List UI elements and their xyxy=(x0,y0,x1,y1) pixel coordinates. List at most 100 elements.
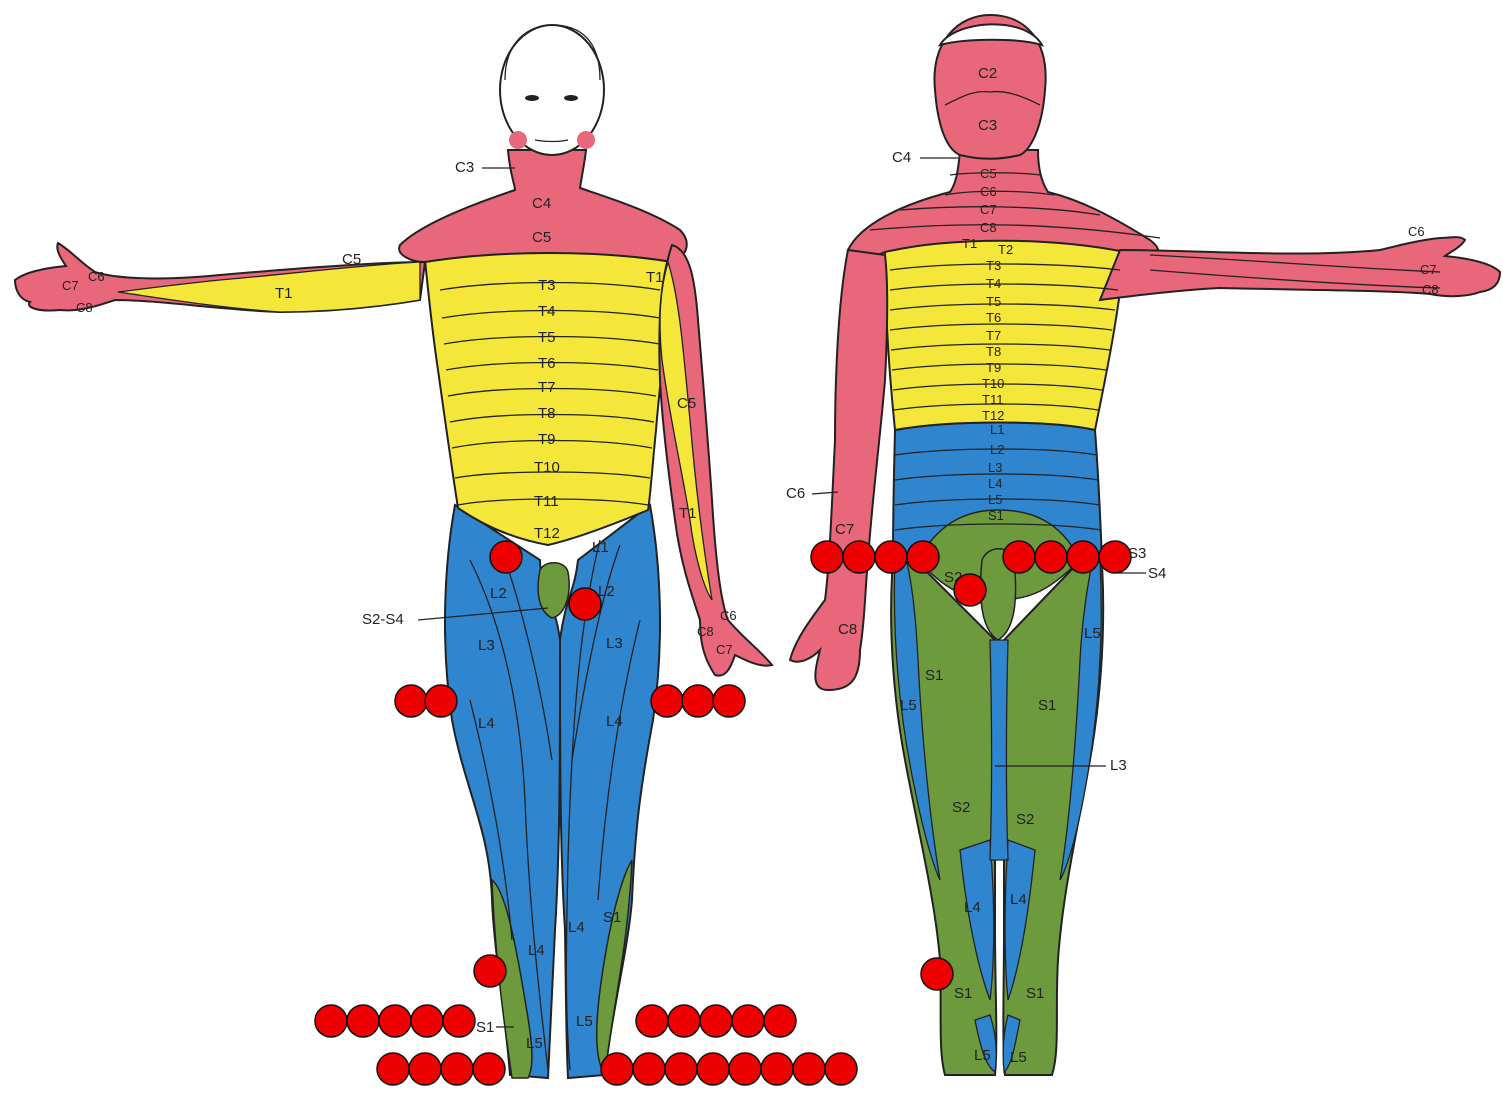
red-marker-dot-6 xyxy=(1003,541,1035,573)
back-label-s2-calf-right: S2 xyxy=(1016,811,1034,828)
front-label-t7: T7 xyxy=(538,379,556,396)
red-marker-dot-25 xyxy=(700,1005,732,1037)
back-label-s1-thigh-left: S1 xyxy=(925,667,943,684)
back-label-s2-calf-left: S2 xyxy=(952,799,970,816)
front-label-c5-right: C5 xyxy=(677,395,696,412)
back-label-l5-foot-left: L5 xyxy=(974,1047,991,1064)
front-label-c6: C6 xyxy=(88,269,105,284)
red-marker-dot-17 xyxy=(921,958,953,990)
front-label-t6: T6 xyxy=(538,355,556,372)
front-body xyxy=(15,25,772,1078)
back-label-l2: L2 xyxy=(990,442,1004,457)
front-label-t9: T9 xyxy=(538,431,556,448)
red-marker-dot-39 xyxy=(825,1053,857,1085)
back-label-c7-arm: C7 xyxy=(835,521,854,538)
front-eye-left xyxy=(564,95,578,101)
front-label-l4-shin: L4 xyxy=(528,942,545,959)
front-arm-right-t1 xyxy=(118,262,420,312)
red-marker-dot-12 xyxy=(425,685,457,717)
red-marker-dot-13 xyxy=(651,685,683,717)
front-label-l4-right: L4 xyxy=(606,713,623,730)
red-marker-dot-34 xyxy=(665,1053,697,1085)
red-marker-dot-16 xyxy=(474,955,506,987)
red-marker-dot-36 xyxy=(729,1053,761,1085)
back-label-l3: L3 xyxy=(988,460,1002,475)
front-cheek-right xyxy=(509,131,527,149)
front-label-l4-shin2: L4 xyxy=(568,919,585,936)
red-marker-dot-0 xyxy=(490,541,522,573)
back-label-c8: C8 xyxy=(980,220,997,235)
red-marker-dot-3 xyxy=(843,541,875,573)
red-marker-dot-20 xyxy=(379,1005,411,1037)
front-label-t12: T12 xyxy=(534,525,560,542)
front-label-c8: C8 xyxy=(76,300,93,315)
red-marker-dot-15 xyxy=(713,685,745,717)
front-label-t8: T8 xyxy=(538,405,556,422)
back-label-c4: C4 xyxy=(892,149,911,166)
front-eye-right xyxy=(525,95,539,101)
back-label-l1: L1 xyxy=(990,422,1004,437)
back-label-t8: T8 xyxy=(986,344,1001,359)
back-label-t7: T7 xyxy=(986,328,1001,343)
red-marker-dot-24 xyxy=(668,1005,700,1037)
red-marker-dot-27 xyxy=(764,1005,796,1037)
red-marker-dot-31 xyxy=(473,1053,505,1085)
back-label-s4: S4 xyxy=(1148,565,1166,582)
back-label-l5-foot-right: L5 xyxy=(1010,1049,1027,1066)
back-label-l5: L5 xyxy=(988,492,1002,507)
back-label-c8-hand: C8 xyxy=(838,621,857,638)
red-marker-dot-9 xyxy=(1099,541,1131,573)
front-label-c5-arm: C5 xyxy=(342,251,361,268)
front-label-t11: T11 xyxy=(534,493,559,510)
back-label-l3-pointer: L3 xyxy=(1110,757,1127,774)
front-label-c7: C7 xyxy=(62,278,79,293)
front-label-l2-right: L2 xyxy=(598,583,615,600)
front-label-c5: C5 xyxy=(532,229,551,246)
red-marker-dot-4 xyxy=(875,541,907,573)
back-label-l4-calf-left: L4 xyxy=(964,899,981,916)
back-label-t3: T3 xyxy=(986,258,1001,273)
red-marker-dot-1 xyxy=(569,588,601,620)
back-label-l4-calf-right: L4 xyxy=(1010,891,1027,908)
front-label-s1-left: S1 xyxy=(476,1019,494,1036)
red-marker-dot-33 xyxy=(633,1053,665,1085)
front-label-t10: T10 xyxy=(534,459,560,476)
back-label-t1: T1 xyxy=(962,236,977,251)
red-marker-dot-23 xyxy=(636,1005,668,1037)
front-label-c7-hand: C7 xyxy=(716,642,733,657)
red-marker-dot-29 xyxy=(409,1053,441,1085)
back-label-l5-thigh-right: L5 xyxy=(1084,625,1101,642)
back-label-t12: T12 xyxy=(982,408,1004,423)
front-label-l3-right: L3 xyxy=(606,635,623,652)
back-label-t2: T2 xyxy=(998,242,1013,257)
front-label-t1-arm: T1 xyxy=(275,285,293,302)
red-marker-dot-37 xyxy=(761,1053,793,1085)
front-label-c6-hand: C6 xyxy=(720,608,737,623)
back-label-t10: T10 xyxy=(982,376,1004,391)
back-arm-right xyxy=(1100,237,1500,300)
back-label-t6: T6 xyxy=(986,310,1001,325)
red-marker-dot-2 xyxy=(811,541,843,573)
back-label-s1-foot-left: S1 xyxy=(954,985,972,1002)
back-label-t4: T4 xyxy=(986,276,1001,291)
back-label-c6: C6 xyxy=(980,184,997,199)
front-label-c8-hand: C8 xyxy=(697,624,714,639)
red-marker-dot-38 xyxy=(793,1053,825,1085)
red-marker-dot-8 xyxy=(1067,541,1099,573)
front-s2s4-area xyxy=(538,563,569,618)
back-label-s1-foot-right: S1 xyxy=(1026,985,1044,1002)
red-marker-dot-35 xyxy=(697,1053,729,1085)
back-label-l4: L4 xyxy=(988,476,1002,491)
back-inner-leg-blue xyxy=(990,640,1008,860)
red-marker-dot-26 xyxy=(732,1005,764,1037)
front-label-t4: T4 xyxy=(538,303,556,320)
red-marker-dot-30 xyxy=(441,1053,473,1085)
front-label-l4-left: L4 xyxy=(478,715,495,732)
front-label-l1: L1 xyxy=(592,539,609,556)
red-marker-dot-5 xyxy=(907,541,939,573)
back-label-c2: C2 xyxy=(978,65,997,82)
red-marker-dot-19 xyxy=(347,1005,379,1037)
red-marker-dot-11 xyxy=(395,685,427,717)
